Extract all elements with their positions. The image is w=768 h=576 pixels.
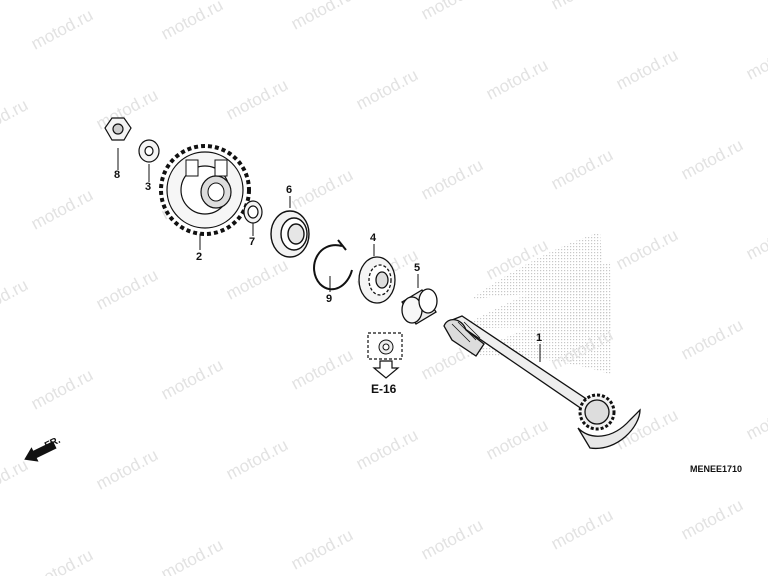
watermark-text: motod.ru <box>678 495 746 543</box>
watermark-text: motod.ru <box>28 185 96 233</box>
watermark-text: motod.ru <box>483 55 551 103</box>
watermark-text: motod.ru <box>93 265 161 313</box>
watermark-text: motod.ru <box>0 455 31 503</box>
watermark-text: motod.ru <box>288 0 356 34</box>
hex-nut-part[interactable] <box>104 117 132 141</box>
part-label-2: 2 <box>196 251 202 263</box>
watermark-text: motod.ru <box>158 355 226 403</box>
part-label-6: 6 <box>286 184 292 196</box>
needle-bearing-part[interactable] <box>401 288 438 325</box>
watermark-text: motod.ru <box>613 225 681 273</box>
watermark-text: motod.ru <box>548 145 616 193</box>
spindle-shaft-part[interactable] <box>443 315 641 449</box>
front-direction-arrow <box>24 441 57 462</box>
oil-seal-part[interactable] <box>270 210 310 258</box>
watermark-text: motod.ru <box>353 425 421 473</box>
watermark-text: motod.ru <box>418 515 486 563</box>
leader-lines <box>117 148 541 362</box>
watermark-text: motod.ru <box>418 155 486 203</box>
watermark-text: motod.ru <box>353 65 421 113</box>
watermark-text: motod.ru <box>28 545 96 576</box>
watermark-text: motod.ru <box>158 0 226 44</box>
watermark-text: motod.ru <box>613 45 681 93</box>
watermark-text: motod.ru <box>93 445 161 493</box>
collar-part[interactable] <box>243 200 263 224</box>
e16-reference[interactable] <box>367 332 403 379</box>
part-label-7: 7 <box>249 236 255 248</box>
diagram-code: MENEE1710 <box>690 464 742 474</box>
watermark-text: motod.ru <box>158 535 226 576</box>
watermark-text: motod.ru <box>28 5 96 53</box>
watermark-text: motod.ru <box>678 315 746 363</box>
watermark-text: motod.ru <box>678 0 746 4</box>
sprocket-part[interactable] <box>159 144 251 236</box>
part-label-4: 4 <box>370 232 377 244</box>
watermark-text: motod.ru <box>743 395 768 443</box>
watermark-text: motod.ru <box>0 275 31 323</box>
part-label-3: 3 <box>145 181 151 193</box>
watermark-text: motod.ru <box>288 165 356 213</box>
direction-label: FR. <box>43 435 62 452</box>
wing-logo-background <box>455 232 612 375</box>
watermark-text: motod.ru <box>548 0 616 14</box>
ball-bearing-part[interactable] <box>358 256 396 304</box>
watermark-text: motod.ru <box>288 345 356 393</box>
watermark-text: motod.ru <box>288 525 356 573</box>
watermark-text: motod.ru <box>223 435 291 483</box>
watermark-text: motod.ru <box>678 135 746 183</box>
washer-part[interactable] <box>138 139 160 163</box>
watermark-text: motod.ru <box>743 35 768 83</box>
watermark-text: motod.ru <box>0 95 31 143</box>
part-label-9: 9 <box>326 293 332 305</box>
watermark-text: motod.ru <box>223 255 291 303</box>
watermark-text: motod.ru <box>483 415 551 463</box>
watermark-text: motod.ru <box>418 0 486 24</box>
watermark-text: motod.ru <box>548 505 616 553</box>
part-label-5: 5 <box>414 262 420 274</box>
part-label-8: 8 <box>114 169 120 181</box>
watermark-text: motod.ru <box>28 365 96 413</box>
watermark-text: motod.ru <box>223 75 291 123</box>
watermark-text: motod.ru <box>743 215 768 263</box>
reference-label: E-16 <box>371 382 397 396</box>
circlip-part[interactable] <box>313 239 353 291</box>
part-label-1: 1 <box>536 332 542 344</box>
